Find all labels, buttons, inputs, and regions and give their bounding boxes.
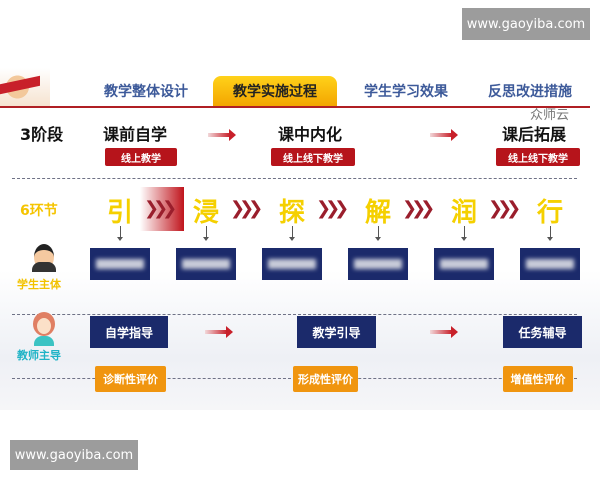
blurred-text [440,259,488,269]
step-char: 解 [365,198,392,228]
blurred-text [526,259,574,269]
blurred-text [268,259,316,269]
tab-learning-effect[interactable]: 学生学习效果 [364,84,448,100]
watermark-bottom: www.gaoyiba.com [10,440,138,470]
teacher-box: 自学指导 [90,316,168,348]
down-arrow-icon [203,226,209,241]
chevrons-icon: ❯❯❯ [488,198,521,219]
blurred-text [96,259,144,269]
stage-badge: 线上线下教学 [271,148,355,166]
stage-title: 课后拓展 [502,125,567,144]
teacher-box: 任务辅导 [503,316,582,348]
student-activity-box [90,248,150,280]
blurred-text [182,259,230,269]
tab-implementation[interactable]: 教学实施过程 [213,76,337,106]
tab-reflection[interactable]: 反思改进措施 [488,84,572,100]
slide: 教学整体设计 教学实施过程 学生学习效果 反思改进措施 众师云 3阶段 课前自学… [0,60,600,410]
step-char: 行 [537,198,564,228]
dotted-divider [12,178,577,179]
teacher-avatar [30,310,58,346]
student-activity-box [348,248,408,280]
evaluation-badge: 诊断性评价 [95,366,166,392]
evaluation-badge: 形成性评价 [293,366,358,392]
student-activity-box [262,248,322,280]
chevrons-icon: ❯❯❯ [144,198,177,219]
chevrons-icon: ❯❯❯ [402,198,435,219]
down-arrow-icon [461,226,467,241]
arrow-icon [208,129,236,141]
student-activity-box [520,248,580,280]
chevrons-icon: ❯❯❯ [316,198,349,219]
student-label: 学生主体 [17,278,61,291]
dotted-divider [12,314,577,315]
arrow-icon [430,326,458,338]
down-arrow-icon [375,226,381,241]
chevrons-icon: ❯❯❯ [230,198,263,219]
stage-label: 3阶段 [20,125,64,144]
blurred-text [354,259,402,269]
watermark-corner: 众师云 [530,108,570,123]
step-char: 引 [107,198,134,228]
step-char: 探 [279,198,306,228]
student-activity-box [434,248,494,280]
step-char: 润 [451,198,478,228]
student-activity-box [176,248,236,280]
highlight-block [140,187,184,231]
teacher-label: 教师主导 [17,349,61,362]
stage-title: 课前自学 [103,125,168,144]
teacher-box: 教学引导 [297,316,376,348]
stage-badge: 线上教学 [105,148,177,166]
down-arrow-icon [289,226,295,241]
stage-title: 课中内化 [278,125,343,144]
student-avatar [30,238,58,272]
evaluation-badge: 增值性评价 [503,366,573,392]
watermark-top: www.gaoyiba.com [462,8,590,40]
arrow-icon [205,326,233,338]
steps-label: 6环节 [20,203,58,219]
step-char: 浸 [193,198,220,228]
stage-badge: 线上线下教学 [496,148,580,166]
tab-overall-design[interactable]: 教学整体设计 [104,84,188,100]
arrow-icon [430,129,458,141]
down-arrow-icon [117,226,123,241]
down-arrow-icon [547,226,553,241]
divider [0,106,590,108]
